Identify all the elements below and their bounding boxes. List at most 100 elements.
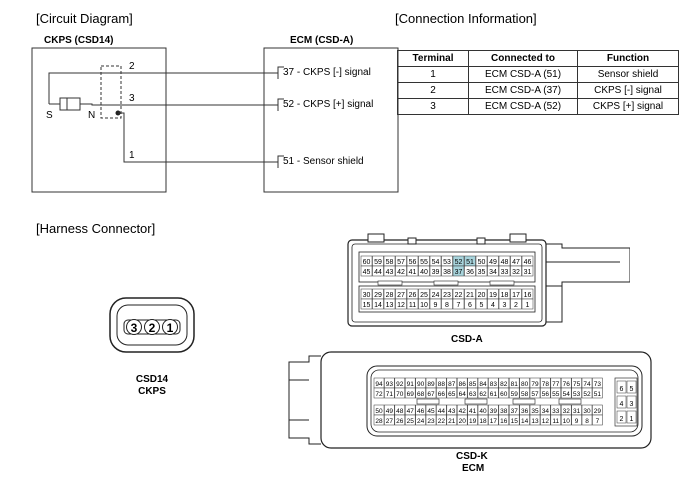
connection-info-heading: [Connection Information] [395,11,537,26]
csd-a-pin [452,298,465,310]
pin-number: 39 [432,269,440,276]
pin-number: 66 [438,391,446,398]
table-cell: ECM CSD-A (37) [468,82,578,99]
csd-k-pin [436,414,447,426]
csd-k-pin [384,387,395,399]
csd-k-pin [540,414,551,426]
pin-number: 85 [469,381,477,388]
pin-number: 45 [427,408,435,415]
pin-number: 3 [503,302,507,309]
csd-k-pin [498,387,510,399]
csd-a-pin [452,265,465,277]
pin-number: 28 [375,418,383,425]
csd-k-pin [592,414,603,426]
pin-number: 40 [479,408,487,415]
table-cell: CKPS [+] signal [577,98,679,115]
ckps-sensor-box [31,47,167,193]
pin-number: 40 [420,269,428,276]
pin-number: 65 [448,391,456,398]
csd-a-pin [510,298,522,310]
pin-number: 9 [434,302,438,309]
pin-number: 19 [469,418,477,425]
csd-a-pin [372,298,384,310]
pin-number: 55 [552,391,560,398]
csd-k-pin [456,387,468,399]
csd-k-pin [508,414,520,426]
pin-1-label: 1 [129,150,135,161]
csd-a-pin [498,265,511,277]
pin-number: 38 [500,408,508,415]
pin-number: 91 [407,381,415,388]
pin-number: 21 [466,292,474,299]
csd-a-pin [360,265,373,277]
csd-k-pin [519,387,530,399]
table-row: 3 ECM CSD-A (52) CKPS [+] signal [397,98,679,115]
pin-number: 50 [478,259,486,266]
pin-number: 68 [417,391,425,398]
pin-number: 73 [594,381,602,388]
pin-number: 13 [386,302,394,309]
csd-k-pin [415,387,426,399]
pin-number: 53 [573,391,581,398]
ckps-pin [144,319,160,335]
pin-number: 39 [490,408,498,415]
pin-number: 89 [427,381,435,388]
csd-a-pin [498,298,511,310]
table-header: Function [577,50,679,67]
pin-number: 25 [407,418,415,425]
wire-pin3 [80,103,278,106]
pin-number: 8 [585,418,589,425]
table-header: Terminal [397,50,469,67]
pin-number: 23 [443,292,451,299]
csd-k-side-pin [616,410,627,424]
csd-k-pin [508,387,520,399]
pin-number: 25 [420,292,428,299]
pin-number: 15 [511,418,519,425]
pin-number: 47 [407,408,415,415]
pin-number: 28 [386,292,394,299]
wire-pin1 [118,112,278,163]
pin-number: 36 [521,408,529,415]
csd-k-pin [373,387,385,399]
pin-number: 44 [374,269,382,276]
pin-number: 79 [531,381,539,388]
csd-k-pin [550,414,562,426]
pin-number: 4 [620,401,624,408]
pin-number: 2 [514,302,518,309]
csd-k-pin [373,414,385,426]
pin-number: 64 [459,391,467,398]
pin-number: 14 [521,418,529,425]
pin-number: 41 [469,408,477,415]
csd-k-pin [467,387,478,399]
pin-number: 58 [521,391,529,398]
table-cell: ECM CSD-A (51) [468,66,578,83]
pin-number: 51 [466,259,474,266]
csd-k-pin [467,414,478,426]
csd-k-pin [571,387,582,399]
pin-number: 60 [363,259,371,266]
pin-number: 2 [620,416,624,423]
pin-number: 59 [511,391,519,398]
csd-k-pin [425,414,437,426]
pin-number: 80 [521,381,529,388]
csd-a-pin [521,265,534,277]
csd-a-pin [406,298,419,310]
pin-number: 1 [526,302,530,309]
table-cell: ECM CSD-A (52) [468,98,578,115]
pin-number: 78 [542,381,550,388]
pin-number: 43 [386,269,394,276]
pin-number: 59 [374,259,382,266]
csd-a-pin [383,265,396,277]
table-cell: 2 [397,82,469,99]
pin-number: 10 [420,302,428,309]
pin-number: 81 [511,381,519,388]
csd-a-pin [475,298,488,310]
pin-number: 94 [375,381,383,388]
csd-a-pin [418,265,430,277]
pin-number: 5 [630,386,634,393]
csd-a-pin [441,265,453,277]
pin-number: 67 [427,391,435,398]
csd-k-pin [384,414,395,426]
pin-number: 33 [552,408,560,415]
pin-number: 29 [374,292,382,299]
